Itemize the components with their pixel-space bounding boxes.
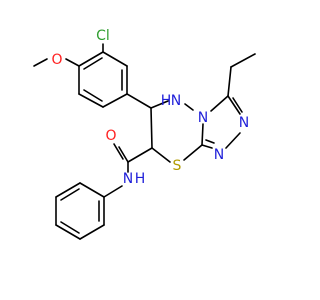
bond <box>227 66 232 97</box>
bond <box>118 146 129 163</box>
bond <box>78 93 104 108</box>
bond <box>227 95 241 115</box>
bond <box>65 58 80 67</box>
bond <box>232 97 243 113</box>
bond <box>102 93 128 108</box>
atom-labels: Cl O N H N N N S O N H <box>51 28 249 187</box>
molecule-structure: Cl O N H N N N S O N H <box>33 28 256 240</box>
bond <box>78 51 104 67</box>
bond <box>205 139 215 144</box>
bond <box>102 51 128 67</box>
bridgehead-nitrogen-label: N <box>198 110 208 126</box>
carbonyl-oxygen-label: O <box>105 128 116 144</box>
bond <box>55 182 81 198</box>
bond <box>225 132 241 149</box>
bond <box>210 95 229 112</box>
bond <box>60 188 80 201</box>
bond <box>55 224 81 240</box>
bond <box>113 143 124 160</box>
sulfur-label: S <box>173 158 182 174</box>
bond <box>79 224 105 240</box>
bond <box>150 107 153 149</box>
bond <box>151 147 171 163</box>
bond <box>79 182 105 198</box>
triazole-nitrogen-label: N <box>239 115 249 131</box>
bond <box>60 221 80 234</box>
bond <box>184 103 194 111</box>
triazole-nitrogen-label: N <box>214 147 224 163</box>
bond <box>126 93 152 109</box>
bond <box>103 185 123 198</box>
bond-lines <box>33 43 256 240</box>
amide-nitrogen-hydrogen-label: H <box>135 171 146 187</box>
bond <box>33 58 48 67</box>
bond <box>201 144 213 149</box>
bond <box>127 147 153 163</box>
bond <box>183 144 203 161</box>
bond <box>83 89 103 102</box>
amide-nitrogen-label: N <box>123 171 133 187</box>
methoxy-oxygen-label: O <box>51 52 62 68</box>
ring-nitrogen-label: N <box>171 93 181 109</box>
bond <box>150 100 169 109</box>
bond <box>230 53 256 68</box>
chlorine-label: Cl <box>96 28 110 44</box>
bond <box>83 57 103 70</box>
bond <box>201 123 204 146</box>
ring-nitrogen-hydrogen-label: H <box>161 93 172 109</box>
